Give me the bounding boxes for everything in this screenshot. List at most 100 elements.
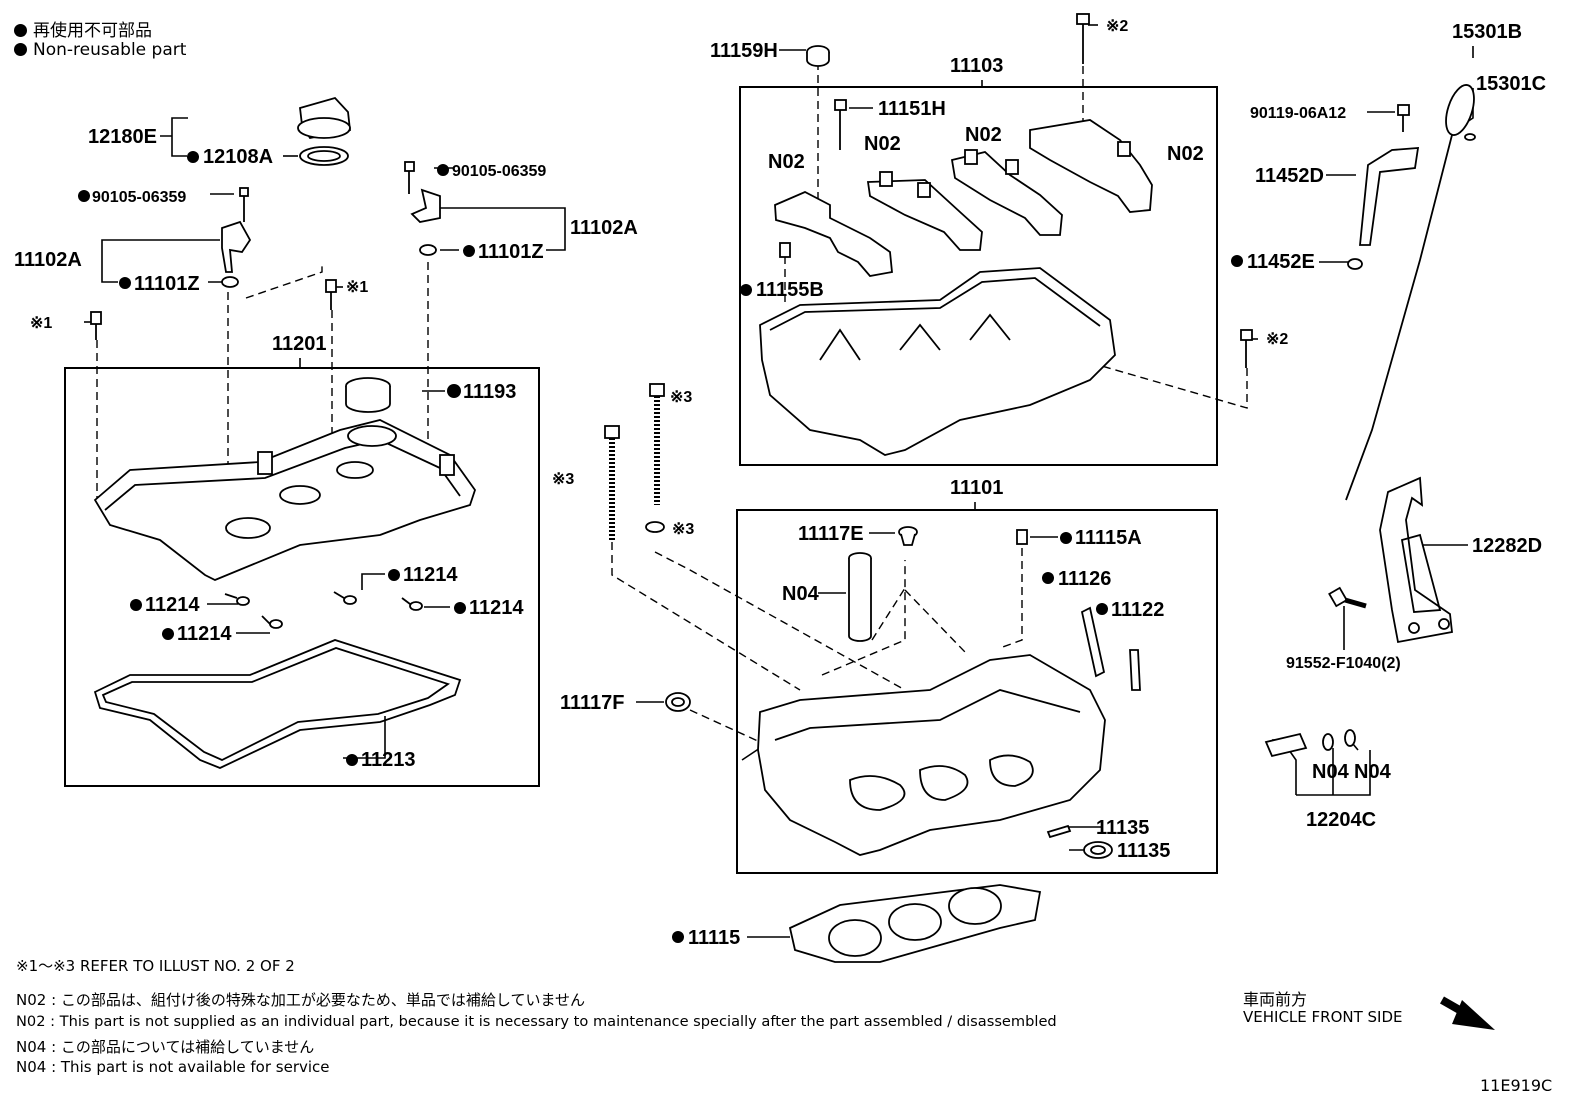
cylinder-head-box: [736, 509, 1218, 874]
oil-filler-cap-icon: [297, 96, 351, 140]
oil-seal-icon: [1083, 841, 1113, 859]
part-label-11101: 11101: [950, 477, 1003, 499]
part-label-11122: 11122: [1111, 599, 1164, 621]
bolt-icon: [404, 161, 415, 194]
part-label-11117F: 11117F: [560, 692, 625, 714]
o-ring-icon: [1464, 133, 1476, 141]
vehicle-front-en: VEHICLE FRONT SIDE: [1243, 1008, 1403, 1026]
part-label-11214-b: 11214: [177, 623, 232, 645]
part-label-11452E: 11452E: [1247, 251, 1315, 273]
bolt-icon: [1328, 586, 1367, 609]
part-label-15301B: 15301B: [1452, 21, 1522, 43]
bolt-icon: [1076, 13, 1090, 64]
filler-cap-gasket-icon: [299, 146, 349, 166]
part-label-11101Z-left: 11101Z: [134, 273, 200, 295]
part-label-11135-seal: 11135: [1117, 840, 1170, 862]
part-label-11214-c: 11214: [403, 564, 458, 586]
o-ring-icon: [221, 276, 239, 288]
part-label-n04-switch-a: N04: [1312, 761, 1350, 783]
part-label-91552-F1040: 91552-F1040(2): [1286, 655, 1401, 672]
part-label-11159H: 11159H: [710, 40, 778, 62]
cylinder-head-cover-icon: [93, 419, 476, 581]
head-bolt-icon: [604, 425, 620, 540]
o-ring-icon: [1344, 729, 1356, 747]
part-label-11452D: 11452D: [1255, 165, 1324, 187]
reference-mark-3-upper: ※3: [670, 389, 692, 406]
reference-mark-1-right: ※1: [346, 279, 368, 296]
n04-note-jp: N04 : この部品については補給していません: [16, 1038, 315, 1056]
part-label-n04-switch-b: N04: [1354, 761, 1392, 783]
camshaft-housing-icon: [759, 267, 1116, 456]
vehicle-front-arrow-icon: [1440, 996, 1495, 1030]
valve-guide-icon: [1129, 649, 1141, 691]
oil-dipstick-icon: [1345, 84, 1475, 501]
part-label-90105-06359-left: 90105-06359: [92, 189, 186, 206]
grommet-icon: [345, 377, 391, 413]
non-reusable-dot-icon: [14, 43, 27, 56]
dipstick-guide-icon: [1359, 147, 1420, 246]
plug-icon: [898, 526, 918, 546]
reference-mark-3-washer: ※3: [672, 521, 694, 538]
washer-icon: [645, 521, 665, 533]
part-label-11117E: 11117E: [798, 523, 864, 545]
reference-mark-1-left: ※1: [30, 315, 52, 332]
reference-note: ※1～※3 REFER TO ILLUST NO. 2 OF 2: [16, 957, 295, 975]
part-label-11214-d: 11214: [469, 597, 524, 619]
part-label-11102A-left: 11102A: [14, 249, 82, 271]
gasket-clip-icon: [261, 615, 283, 629]
part-label-n02-b: N02: [864, 133, 901, 155]
camshaft-bearing-cap-icon: [866, 171, 983, 251]
part-label-11101Z-right: 11101Z: [478, 241, 544, 263]
n02-note-jp: N02 : この部品は、組付け後の特殊な加工が必要なため、単品では補給していませ…: [16, 991, 586, 1009]
cylinder-head-icon: [757, 654, 1106, 856]
camshaft-bearing-cap-icon: [1029, 119, 1153, 213]
valve-guide-icon: [1080, 606, 1106, 678]
part-label-n02-a: N02: [768, 151, 805, 173]
plug-icon: [806, 45, 830, 67]
vehicle-front-jp: 車両前方: [1243, 990, 1308, 1009]
gasket-clip-icon: [333, 591, 357, 605]
o-ring-icon: [1347, 258, 1363, 270]
n04-note-en: N04 : This part is not available for ser…: [16, 1058, 330, 1076]
part-label-11214-a: 11214: [145, 594, 200, 616]
part-label-12180E: 12180E: [88, 126, 157, 148]
part-label-15301C: 15301C: [1476, 73, 1546, 95]
part-label-11151H: 11151H: [878, 98, 946, 120]
reference-mark-2-top: ※2: [1106, 18, 1128, 35]
bolt-icon: [1240, 329, 1253, 368]
part-label-90105-06359-right: 90105-06359: [452, 163, 546, 180]
sleeve-icon: [848, 552, 872, 642]
legend-non-reusable-jp: 再使用不可部品: [14, 16, 152, 41]
cylinder-head-cover-box: [64, 367, 540, 787]
n02-note-en: N02 : This part is not supplied as an in…: [16, 1013, 1057, 1030]
bolt-icon: [239, 187, 249, 222]
part-label-11193: 11193: [463, 381, 516, 403]
bracket-icon: [1379, 476, 1453, 644]
pin-icon: [1016, 529, 1028, 545]
diagram-code: 11E919C: [1480, 1076, 1553, 1095]
camshaft-position-sensor-icon: [221, 220, 252, 273]
camshaft-bearing-cap-box: [739, 86, 1218, 466]
head-bolt-icon: [649, 383, 665, 505]
o-ring-icon: [1322, 733, 1334, 751]
legend-non-reusable-en: Non-reusable part: [14, 40, 186, 60]
part-label-11102A-right: 11102A: [570, 217, 638, 239]
plug-icon: [665, 692, 691, 712]
part-label-n04-sleeve: N04: [782, 583, 820, 605]
part-label-11126: 11126: [1058, 568, 1111, 590]
oil-pressure-switch-icon: [1264, 732, 1308, 758]
pin-icon: [1046, 824, 1072, 839]
o-ring-icon: [419, 244, 437, 256]
bolt-icon: [834, 99, 847, 150]
part-label-11213: 11213: [361, 749, 416, 771]
part-label-90119-06A12: 90119-06A12: [1250, 105, 1346, 122]
non-reusable-dot-icon: [14, 24, 27, 37]
bolt-icon: [90, 311, 102, 340]
camshaft-position-sensor-icon: [410, 188, 441, 223]
bolt-icon: [1397, 104, 1410, 132]
gasket-clip-icon: [224, 593, 250, 606]
pin-icon: [779, 242, 791, 258]
part-label-11155B: 11155B: [756, 279, 824, 301]
head-gasket-icon: [788, 884, 1042, 963]
